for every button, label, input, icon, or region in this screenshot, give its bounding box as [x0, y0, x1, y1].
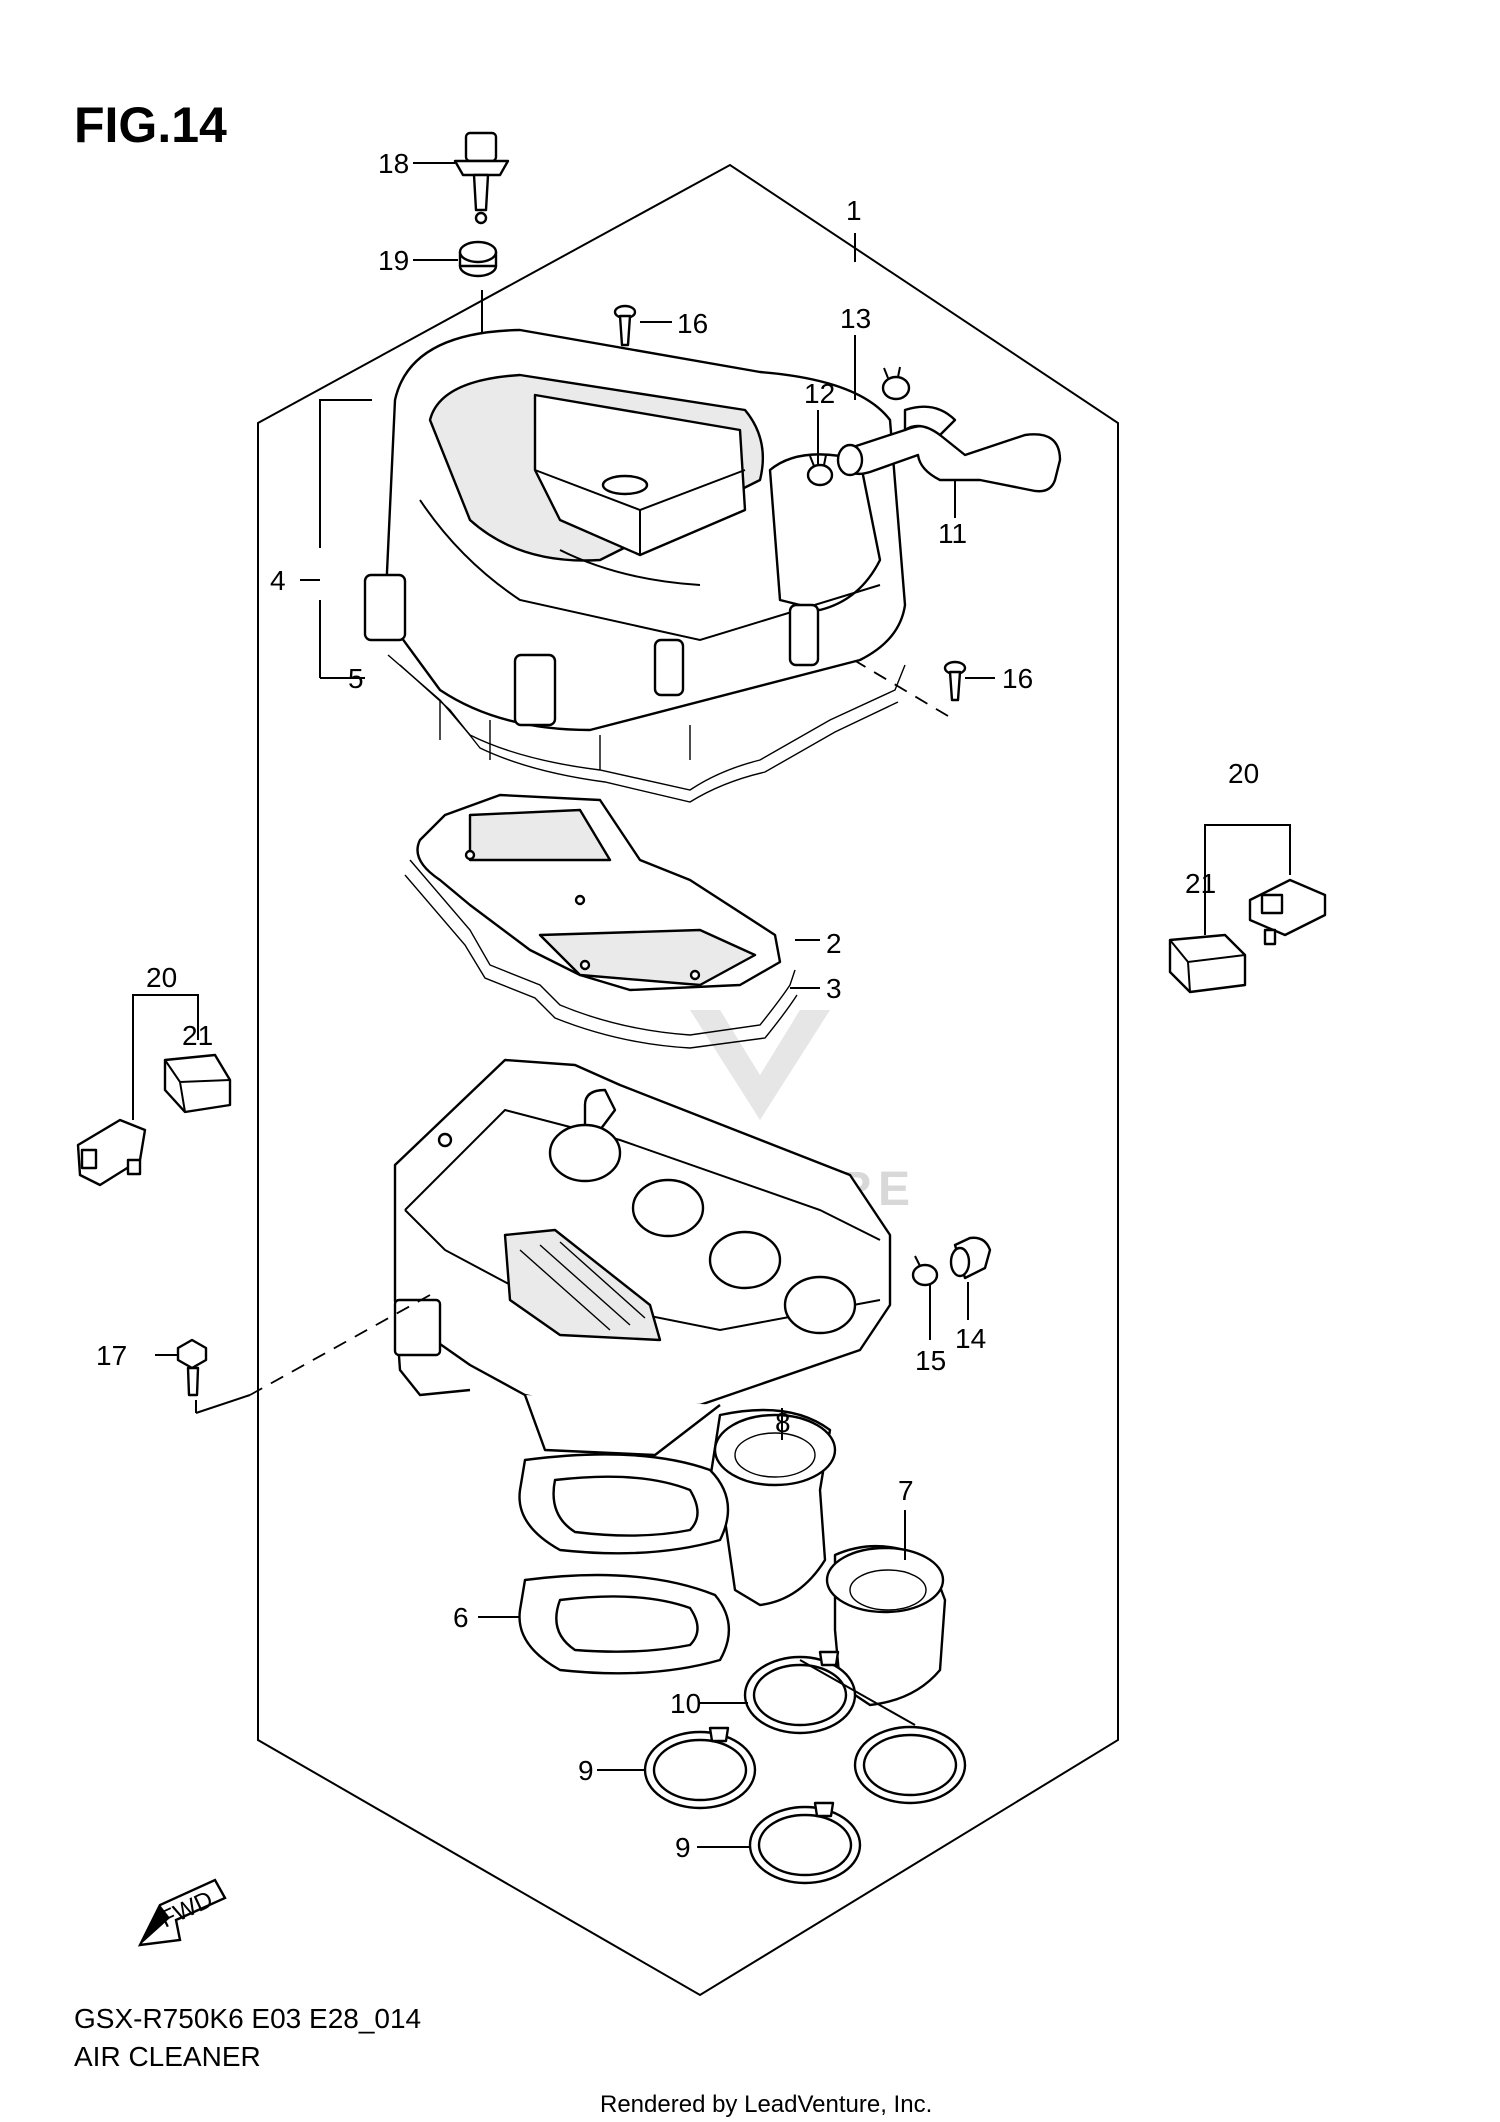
callout-6: 6	[453, 1602, 469, 1633]
model-code: GSX-R750K6 E03 E28_014	[74, 2003, 421, 2034]
part-5-cover-seal	[387, 654, 906, 803]
part-20-sensor-right	[1248, 878, 1327, 946]
part-18-fitting	[453, 131, 510, 225]
callout-19: 19	[378, 245, 409, 276]
part-9-clamp-rings	[643, 1726, 862, 1885]
callout-3: 3	[826, 973, 842, 1004]
callout-16-top: 16	[677, 308, 708, 339]
callout-2: 2	[826, 928, 842, 959]
air-cleaner-case-lower	[393, 1058, 892, 1457]
callout-14: 14	[955, 1323, 986, 1354]
render-credit: Rendered by LeadVenture, Inc.	[600, 2091, 932, 2118]
callout-4: 4	[270, 565, 286, 596]
callout-7: 7	[898, 1475, 914, 1506]
callout-20-right: 20	[1228, 758, 1259, 789]
callout-labels: 1 2 3 4 5 6 7 8 9 9 10 11 12 13 14 15 16…	[96, 148, 1259, 1863]
callout-5: 5	[348, 663, 364, 694]
part-16-screw-right	[943, 660, 967, 702]
figure-title: FIG.14	[74, 97, 227, 153]
part-17-bolt	[176, 1338, 208, 1397]
part-21-cover-left	[163, 1053, 232, 1114]
part-11-breather-hose	[836, 405, 1062, 493]
assembly-outline	[257, 163, 1119, 1997]
part-6-seals	[518, 1453, 731, 1675]
part-13-clamp	[881, 366, 911, 401]
part-12-clamp	[806, 454, 834, 487]
part-15-clamp	[911, 1255, 939, 1287]
callout-11: 11	[938, 518, 967, 549]
part-19-grommet	[458, 240, 498, 278]
part-16-screw-top	[613, 304, 637, 347]
part-10-clamp-rings	[743, 1650, 967, 1805]
callout-16-right: 16	[1002, 663, 1033, 694]
part-4-upper-cover	[363, 328, 907, 732]
part-2-filter-element	[416, 793, 782, 992]
callout-17: 17	[96, 1340, 127, 1371]
part-21-cover-right	[1168, 933, 1247, 994]
callout-18: 18	[378, 148, 409, 179]
part-14-plug	[949, 1236, 992, 1280]
fwd-arrow-icon: FWD	[137, 1878, 227, 1947]
callout-8: 8	[775, 1407, 791, 1438]
callout-12: 12	[804, 378, 835, 409]
callout-15: 15	[915, 1345, 946, 1376]
callout-10: 10	[670, 1688, 701, 1719]
callout-9-upper: 9	[578, 1755, 594, 1786]
callout-20-left: 20	[146, 962, 177, 993]
leader-lines	[155, 162, 995, 1848]
part-20-sensor-left	[76, 1118, 147, 1187]
callout-21-right: 21	[1185, 868, 1216, 899]
callout-13: 13	[840, 303, 871, 334]
section-name: AIR CLEANER	[74, 2041, 261, 2072]
callout-1: 1	[846, 195, 862, 226]
callout-9-lower: 9	[675, 1832, 691, 1863]
part-3-filter-seal	[404, 859, 798, 1049]
callout-21-left: 21	[182, 1020, 213, 1051]
part-8-funnel	[708, 1408, 837, 1607]
